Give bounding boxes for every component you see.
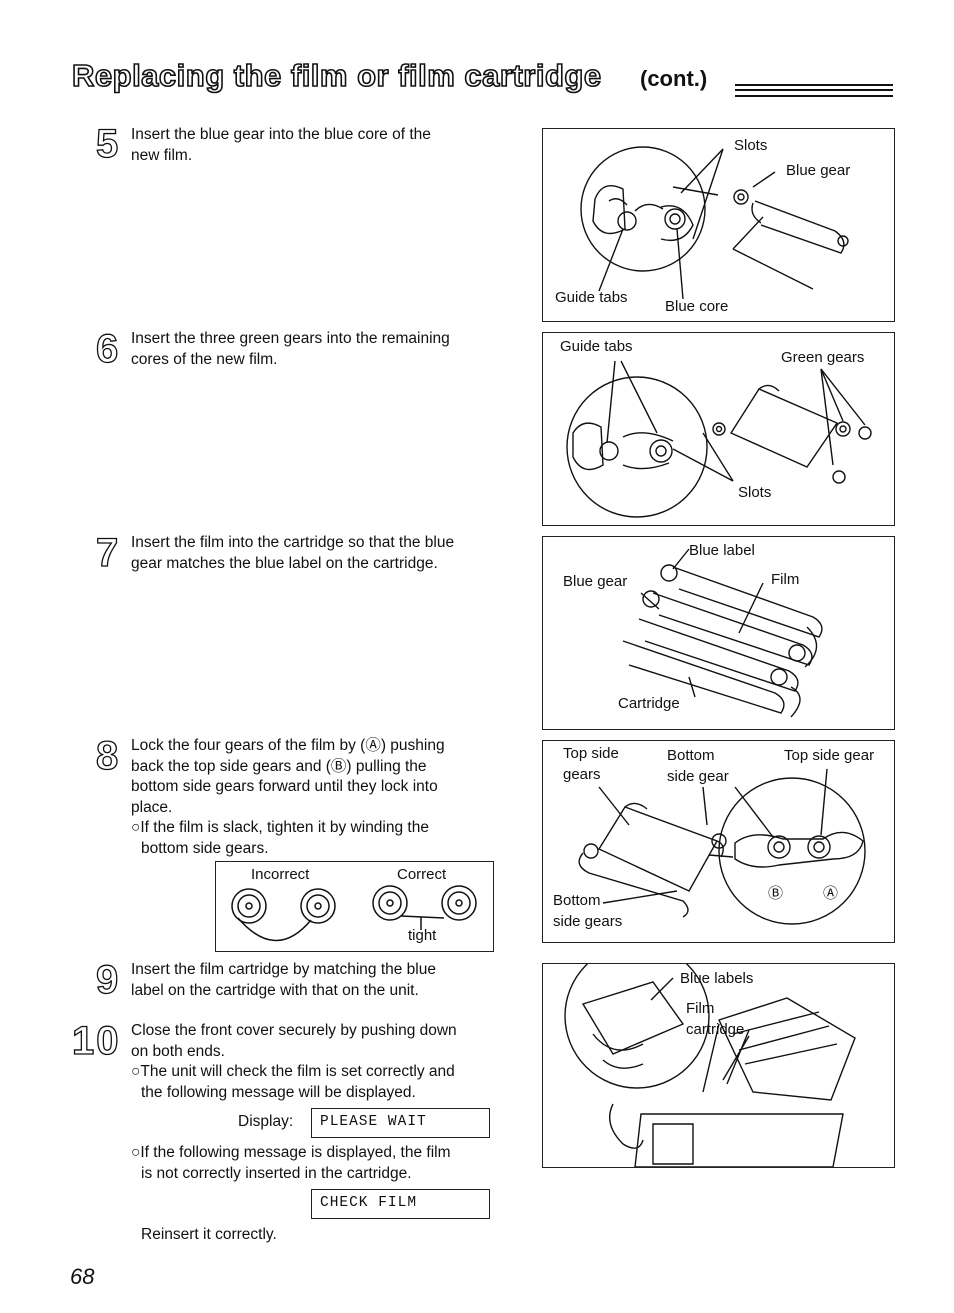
label-top-side-gear: Top side gear: [784, 747, 875, 764]
label-bottom-side-gears-2: side gears: [553, 913, 623, 930]
label-bottom-side-gears-1: Bottom: [553, 892, 601, 909]
gear-locking-illustration: [578, 768, 866, 925]
step-10-text: Close the front cover securely by pushin…: [131, 1021, 531, 1103]
step-number-7: 7: [95, 531, 119, 575]
label-blue-gear: Blue gear: [563, 573, 628, 590]
step-5-line: Insert the blue gear into the blue core …: [131, 126, 431, 143]
label-top-side-gears-1: Top side: [563, 745, 619, 762]
title-rule: [735, 84, 893, 97]
label-blue-core: Blue core: [665, 298, 729, 315]
blue-gear-illustration: [580, 146, 849, 300]
label-blue-gear: Blue gear: [786, 162, 851, 179]
label-b-marker: Ⓑ: [768, 885, 784, 902]
label-guide-tabs: Guide tabs: [555, 289, 628, 306]
figure-step-6: Guide tabs Green gears Slots: [542, 332, 895, 526]
label-film-cartridge-2: cartridge: [686, 1021, 745, 1038]
step-10-note2-line: ○If the following message is displayed, …: [131, 1144, 451, 1161]
step-number-8: 8: [95, 734, 119, 778]
step-5-text: Insert the blue gear into the blue core …: [131, 125, 531, 166]
step-6-text: Insert the three green gears into the re…: [131, 329, 531, 370]
step-8-line: Lock the four gears of the film by (Ⓐ) p…: [131, 737, 445, 754]
incorrect-label: Incorrect: [251, 866, 310, 883]
label-slots: Slots: [734, 137, 768, 154]
step-7-text: Insert the film into the cartridge so th…: [131, 533, 531, 574]
tight-label: tight: [408, 927, 437, 944]
step-8-line: bottom side gears forward until they loc…: [131, 778, 438, 795]
step-10-note2: ○If the following message is displayed, …: [131, 1143, 531, 1184]
cartridge-illustration: [622, 548, 823, 718]
step-number-6: 6: [95, 327, 119, 371]
film-tension-illustration: [231, 885, 477, 942]
label-bottom-side-gear-2: side gear: [667, 768, 729, 785]
display-label: Display:: [238, 1113, 294, 1130]
step-7-line: gear matches the blue label on the cartr…: [131, 554, 438, 572]
label-blue-label: Blue label: [689, 542, 755, 559]
label-blue-labels: Blue labels: [680, 970, 754, 987]
lcd-display-check-film: CHECK FILM: [311, 1189, 490, 1219]
label-cartridge: Cartridge: [618, 695, 680, 712]
label-film: Film: [771, 571, 800, 588]
reinsert-text: Reinsert it correctly.: [141, 1226, 277, 1243]
figure-step-7: Blue label Blue gear Film Cartridge: [542, 536, 895, 730]
step-8-line: back the top side gears and (Ⓑ) pulling …: [131, 757, 427, 775]
correct-label: Correct: [397, 866, 447, 883]
label-bottom-side-gear-1: Bottom: [667, 747, 715, 764]
step-9-line: label on the cartridge with that on the …: [131, 981, 419, 999]
step-number-9: 9: [95, 958, 119, 1002]
step-5-line: new film.: [131, 146, 193, 164]
step-9-line: Insert the film cartridge by matching th…: [131, 961, 436, 978]
figure-step-8: Top side gears Bottom side gear Top side…: [542, 740, 895, 943]
fax-unit-illustration: [564, 964, 856, 1167]
figure-step-5: Slots Blue gear Guide tabs Blue core: [542, 128, 895, 322]
figure-step-9: Blue labels Film cartridge: [542, 963, 895, 1168]
lcd-display-please-wait: PLEASE WAIT: [311, 1108, 490, 1138]
step-10-line: Close the front cover securely by pushin…: [131, 1022, 457, 1039]
label-guide-tabs: Guide tabs: [560, 338, 633, 355]
step-8-note-line: bottom side gears.: [141, 839, 269, 857]
page-title-suffix: (cont.): [640, 66, 708, 91]
green-gears-illustration: [566, 360, 872, 518]
step-8-line: place.: [131, 798, 173, 816]
step-10-note-line: ○The unit will check the film is set cor…: [131, 1063, 455, 1080]
label-top-side-gears-2: gears: [563, 766, 601, 783]
step-10-line: on both ends.: [131, 1042, 225, 1060]
step-number-5: 5: [95, 122, 119, 166]
step-10-note-line: the following message will be displayed.: [141, 1083, 416, 1101]
label-slots: Slots: [738, 484, 772, 501]
step-9-text: Insert the film cartridge by matching th…: [131, 960, 531, 1001]
step-8-text: Lock the four gears of the film by (Ⓐ) p…: [131, 736, 531, 859]
step-number-10: 10: [71, 1019, 121, 1063]
page-number: 68: [70, 1264, 95, 1289]
step-8-note-line: ○If the film is slack, tighten it by win…: [131, 819, 429, 836]
label-a-marker: Ⓐ: [823, 885, 839, 902]
step-6-line: cores of the new film.: [131, 350, 278, 368]
film-tension-box: Incorrect Correct tight: [215, 861, 494, 952]
step-6-line: Insert the three green gears into the re…: [131, 330, 450, 347]
label-green-gears: Green gears: [781, 349, 865, 366]
step-7-line: Insert the film into the cartridge so th…: [131, 534, 455, 551]
page-title: Replacing the film or film cartridge: [71, 57, 602, 94]
label-film-cartridge-1: Film: [686, 1000, 715, 1017]
step-10-note2-line: is not correctly inserted in the cartrid…: [141, 1164, 412, 1182]
